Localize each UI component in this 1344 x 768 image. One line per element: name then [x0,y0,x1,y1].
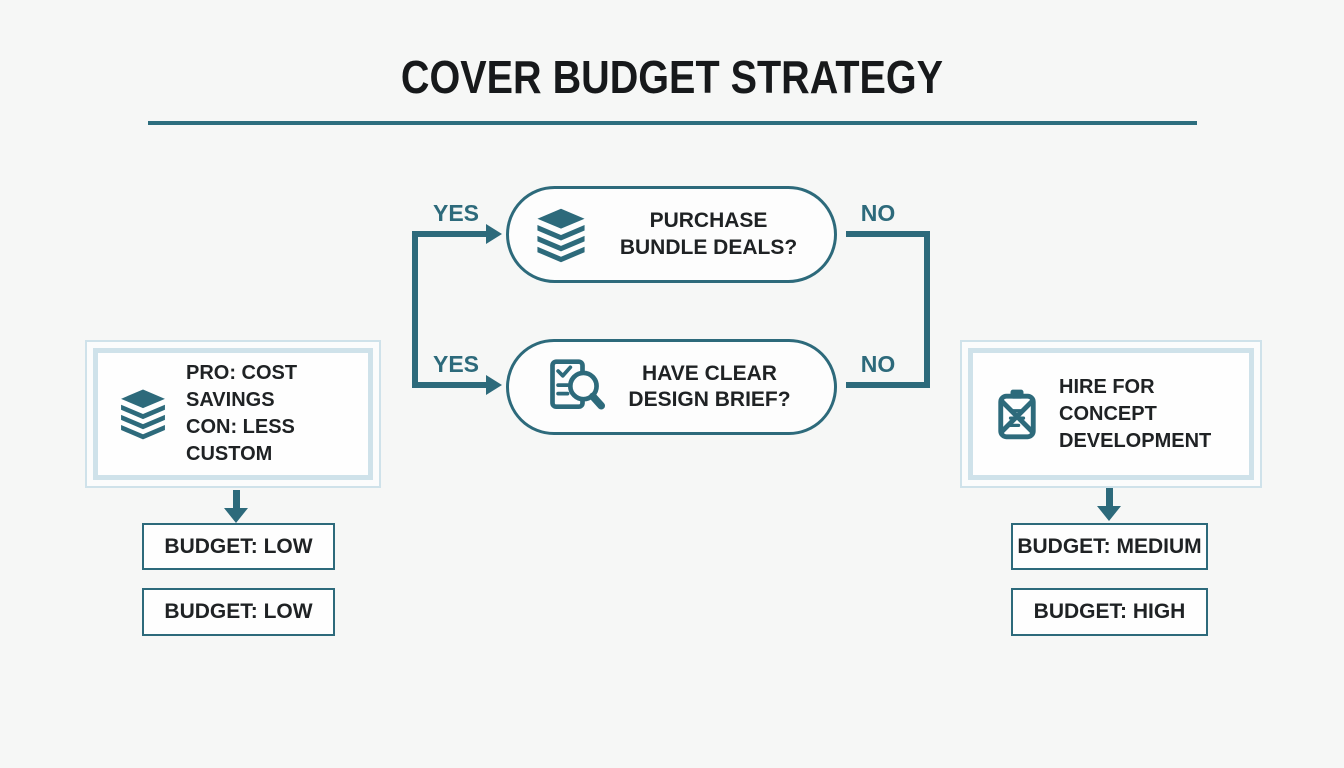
yes-connector-vertical [412,231,418,388]
no-label-1: NO [860,200,896,226]
no-connector-2 [846,382,930,388]
yes-label-2: YES [432,351,480,377]
hire-concept-box: HIRE FOR CONCEPT DEVELOPMENT [960,340,1262,488]
yes-label-1: YES [432,200,480,226]
right-down-arrowhead [1097,506,1121,521]
yes-connector-2 [412,382,488,388]
books-stack-icon [121,389,165,440]
budget-medium-box: BUDGET: MEDIUM [1011,523,1208,570]
no-connector-vertical [924,231,930,388]
left-down-arrow-shaft [233,490,240,510]
decision-label: HAVE CLEAR DESIGN BRIEF? [628,361,791,411]
pros-cons-box: PRO: COST SAVINGS CON: LESS CUSTOM [85,340,381,488]
left-down-arrowhead [224,508,248,523]
page-title: COVER BUDGET STRATEGY [400,51,944,103]
budget-low-box-1: BUDGET: LOW [142,523,335,570]
no-connector-1 [846,231,930,237]
pro-line: PRO: COST SAVINGS [186,362,298,411]
decision-label: PURCHASE BUNDLE DEALS? [619,209,798,259]
no-label-2: NO [860,351,896,377]
document-search-icon [549,359,605,410]
hire-concept-text: HIRE FOR CONCEPT DEVELOPMENT [1059,375,1212,452]
decision-node-purchase-bundle: PURCHASE BUNDLE DEALS? [506,186,837,283]
yes-arrowhead-1 [486,224,502,244]
pros-cons-text: PRO: COST SAVINGS CON: LESS CUSTOM [186,360,368,468]
clipboard-x-icon [998,389,1036,440]
title-divider [148,121,1197,125]
budget-low-box-2: BUDGET: LOW [142,588,335,636]
decision-node-design-brief: HAVE CLEAR DESIGN BRIEF? [506,339,837,435]
con-line: CON: LESS CUSTOM [186,416,295,465]
yes-arrowhead-2 [486,375,502,395]
pros-cons-box-inner: PRO: COST SAVINGS CON: LESS CUSTOM [93,348,373,480]
yes-connector-1 [412,231,488,237]
books-stack-icon [537,208,585,262]
budget-high-box: BUDGET: HIGH [1011,588,1208,636]
right-down-arrow-shaft [1106,488,1113,508]
hire-concept-box-inner: HIRE FOR CONCEPT DEVELOPMENT [968,348,1254,480]
